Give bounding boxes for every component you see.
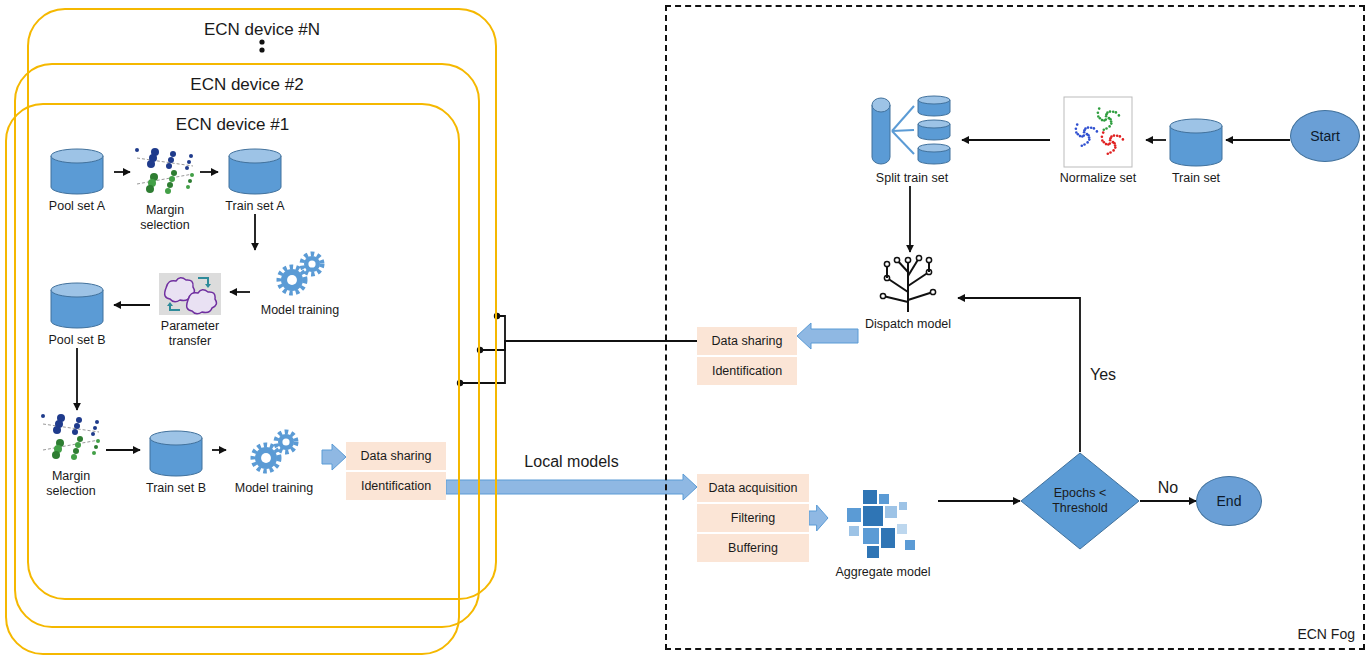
connector — [1226, 139, 1290, 141]
connector — [114, 171, 130, 173]
icon — [158, 272, 222, 316]
block-arrow — [322, 444, 346, 470]
ellipsis-dots — [259, 39, 264, 52]
device-panel: ECN device #1Pool set AMargin selectionT… — [5, 103, 460, 655]
icon — [148, 430, 204, 478]
icon-node: Margin selection — [36, 410, 106, 499]
icon-node: Parameter transfer — [150, 272, 230, 349]
connector — [1140, 500, 1196, 502]
node-label: Pool set A — [40, 199, 114, 214]
icon — [49, 282, 105, 330]
fog-region: ECN Fog StartTrain set Normalize set Split … — [665, 5, 1365, 650]
icon — [1063, 96, 1133, 168]
process-box: Identification — [697, 357, 797, 385]
block-arrow — [446, 474, 697, 500]
process-box: Buffering — [697, 534, 809, 562]
junction-dot — [477, 347, 483, 353]
process-box-stack: Data sharingIdentification — [346, 442, 446, 502]
icon — [272, 250, 328, 300]
process-box-stack: Data sharingIdentification — [697, 327, 797, 387]
icon-node: Aggregate model — [828, 484, 938, 580]
process-box: Data sharing — [346, 442, 446, 470]
decision-label: Epochs < Threshold — [1041, 486, 1119, 516]
connector — [958, 298, 1080, 452]
decision-diamond: Epochs < Threshold — [1020, 452, 1140, 550]
device-title: ECN device #1 — [7, 105, 458, 135]
icon — [870, 94, 954, 168]
connector — [1146, 139, 1166, 141]
icon-node: Split train set — [862, 94, 962, 186]
process-box: Identification — [346, 472, 446, 500]
terminal-label: Start — [1310, 128, 1340, 144]
connector — [114, 304, 150, 306]
block-arrow — [797, 323, 858, 349]
process-box: Filtering — [697, 504, 809, 532]
terminal-ellipse: End — [1196, 476, 1262, 526]
icon-node: Train set B — [140, 430, 212, 496]
process-box-stack: Data acquisitionFilteringBuffering — [697, 474, 809, 564]
terminal-label: End — [1217, 493, 1242, 509]
icon-node: Dispatch model — [858, 252, 958, 332]
icon-node: Model training — [226, 428, 322, 496]
icon-node: Train set A — [218, 148, 292, 214]
connector — [200, 171, 218, 173]
icon-node: Pool set B — [40, 282, 114, 348]
connector — [106, 449, 140, 451]
icon — [39, 410, 103, 466]
node-label: Margin selection — [130, 203, 200, 233]
node-label: Model training — [250, 303, 350, 318]
node-label: Pool set B — [40, 333, 114, 348]
connector — [212, 449, 226, 451]
icon-node: Margin selection — [130, 144, 200, 233]
node-label: Model training — [226, 481, 322, 496]
device-title: ECN device #2 — [16, 65, 478, 95]
node-label: Train set B — [140, 481, 212, 496]
node-label: Dispatch model — [858, 317, 958, 332]
icon — [227, 148, 283, 196]
connector — [230, 291, 250, 293]
connector — [938, 500, 1020, 502]
icon — [843, 484, 923, 562]
connector — [962, 139, 1050, 141]
icon — [49, 148, 105, 196]
node-label: Margin selection — [36, 469, 106, 499]
icon — [133, 144, 197, 200]
icon — [246, 428, 302, 478]
node-label: Train set A — [218, 199, 292, 214]
terminal-ellipse: Start — [1290, 110, 1360, 162]
icon-node: Train set — [1166, 118, 1226, 186]
icon-node: Normalize set — [1050, 96, 1146, 186]
node-label: Aggregate model — [828, 565, 938, 580]
block-arrow — [809, 505, 828, 531]
edge-label: No — [1158, 479, 1178, 497]
icon-node: Model training — [250, 250, 350, 318]
junction-dot — [457, 380, 463, 386]
edge-label: Yes — [1090, 366, 1116, 384]
node-label: Train set — [1166, 171, 1226, 186]
node-label: Normalize set — [1050, 171, 1146, 186]
icon — [1168, 118, 1224, 168]
process-box: Data sharing — [697, 327, 797, 355]
process-box: Data acquisition — [697, 474, 809, 502]
region-title: ECN Fog — [1297, 626, 1355, 642]
node-label: Split train set — [862, 171, 962, 186]
connector — [76, 348, 78, 410]
icon-node: Pool set A — [40, 148, 114, 214]
edge-label: Local models — [524, 453, 618, 471]
icon — [873, 252, 943, 314]
junction-dot — [494, 313, 500, 319]
node-label: Parameter transfer — [150, 319, 230, 349]
connector — [909, 186, 911, 252]
connector — [497, 316, 697, 341]
connector — [254, 214, 256, 250]
device-title: ECN device #N — [29, 10, 495, 40]
